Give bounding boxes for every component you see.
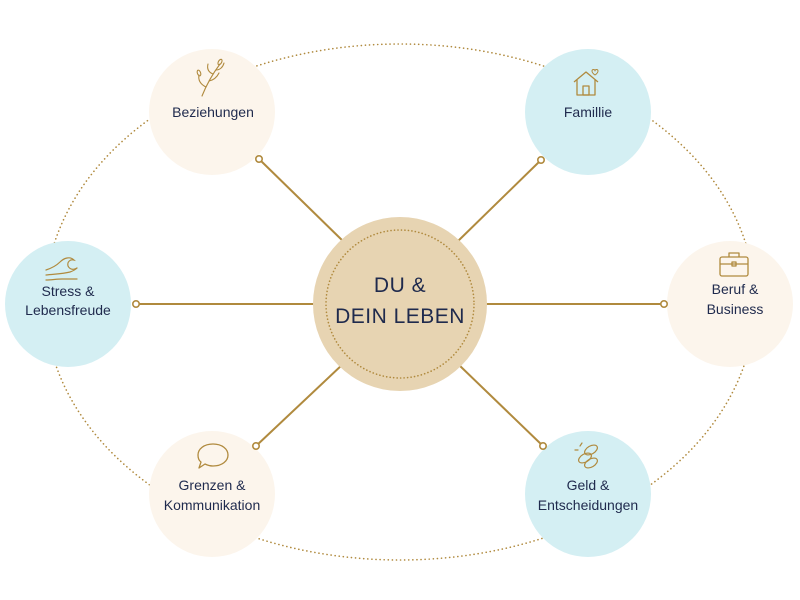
node-label-geld-line2: Entscheidungen <box>538 497 638 513</box>
briefcase-icon <box>719 252 749 277</box>
node-circle-beruf <box>667 241 793 367</box>
connector-dot <box>538 441 547 450</box>
node-label-beruf-line2: Business <box>707 301 764 317</box>
connector-beziehungen <box>258 158 347 245</box>
connector-familie <box>454 159 542 245</box>
node-label-beziehungen: Beziehungen <box>172 104 254 120</box>
node-circle-beziehungen <box>149 49 275 175</box>
node-label-stress-line2: Lebensfreude <box>25 302 111 318</box>
connector-geld <box>457 363 544 447</box>
coins-icon <box>574 442 598 469</box>
node-label-stress-line1: Stress & <box>42 283 96 299</box>
connector-dot <box>132 299 141 308</box>
center-inner-dotted-ring <box>325 229 475 379</box>
node-label-grenzen-line1: Grenzen & <box>179 477 247 493</box>
connector-dot <box>255 155 264 164</box>
node-label-grenzen-line2: Kommunikation <box>164 497 261 513</box>
speech-bubble-icon <box>197 443 229 469</box>
house-heart-icon <box>573 69 599 96</box>
connectors <box>136 158 664 447</box>
node-circle-familie <box>525 49 651 175</box>
wave-icon <box>45 257 78 281</box>
connector-dots <box>132 155 668 450</box>
node-circle-stress <box>5 241 131 367</box>
connector-dot <box>252 441 261 450</box>
node-label-geld-line1: Geld & <box>567 477 610 493</box>
node-circle-grenzen <box>149 431 275 557</box>
center-label-line1: DU & <box>374 274 426 297</box>
connector-dot <box>536 156 545 165</box>
node-label-familie: Famillie <box>564 104 612 120</box>
center-circle <box>313 217 487 391</box>
center-label-line2: DEIN LEBEN <box>335 305 465 328</box>
connector-dot <box>659 299 668 308</box>
branch-icon <box>196 58 225 97</box>
node-circle-geld <box>525 431 651 557</box>
node-label-beruf-line1: Beruf & <box>712 281 759 297</box>
connector-grenzen <box>255 363 344 447</box>
